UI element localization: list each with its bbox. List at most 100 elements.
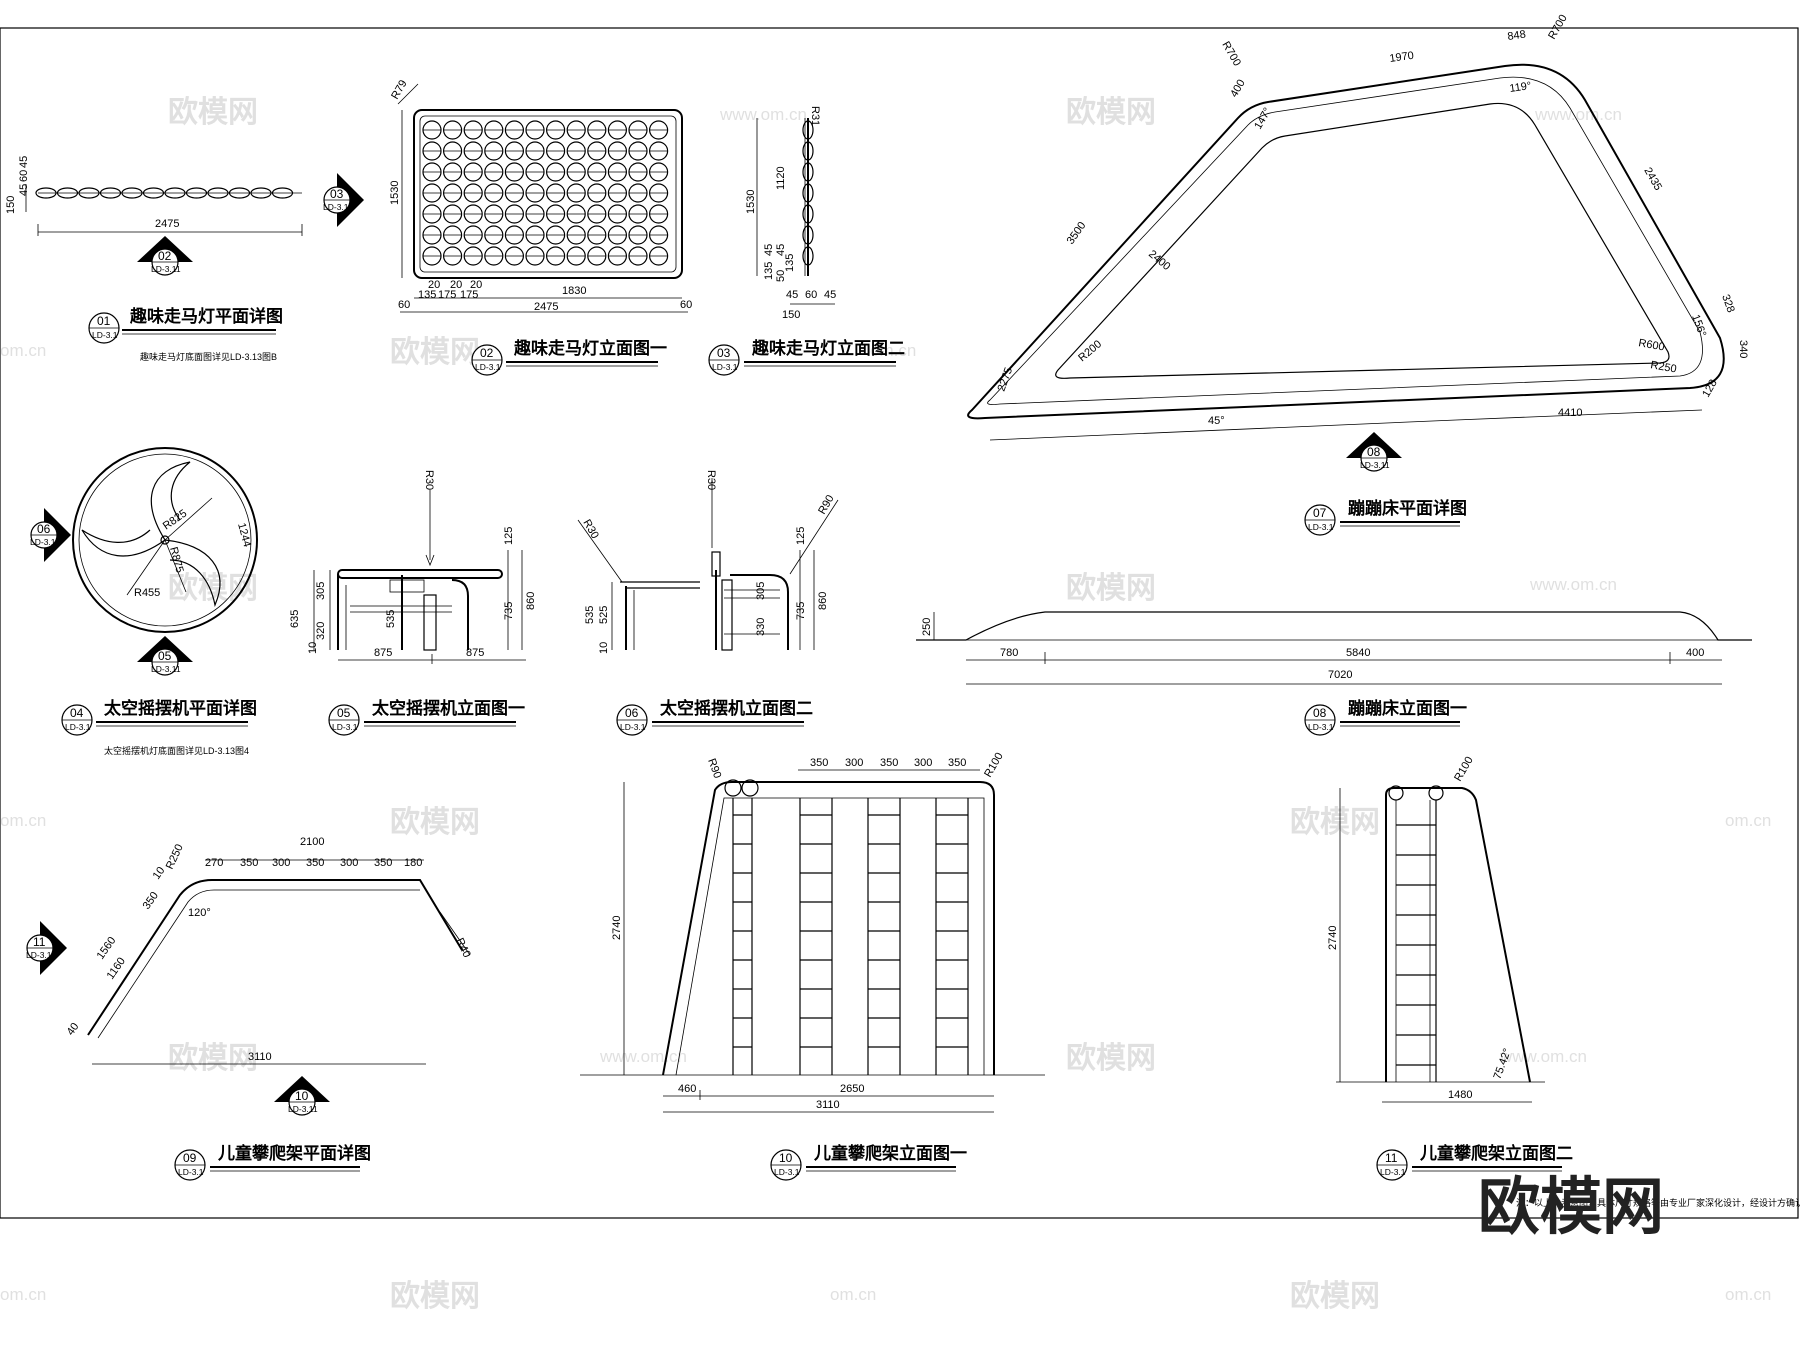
dim-label: 10 (307, 642, 319, 654)
dim-label: 3110 (248, 1051, 272, 1063)
dim-label: 2100 (300, 836, 324, 848)
dim-label: 5840 (1346, 647, 1370, 659)
dim-label: 20 (450, 279, 462, 291)
dim-label: 1830 (562, 285, 586, 297)
frame-inner (419, 115, 677, 273)
dim-label: 2740 (611, 916, 623, 940)
dim-label: 270 (205, 857, 223, 869)
section-mark-11: 11 LD-3.11 (26, 921, 67, 975)
watermark-site: www.om.cn (1499, 1047, 1587, 1066)
dim-label: 2475 (155, 218, 179, 230)
svg-text:06: 06 (37, 522, 51, 536)
dim-label: 60 (805, 289, 817, 301)
title-bubble-09: 09 LD-3.1 (174, 1149, 206, 1181)
svg-text:02: 02 (480, 346, 494, 360)
dim-label: 735 (503, 602, 515, 620)
watermark-mark: 欧模网 (1290, 1280, 1380, 1313)
dim-label: 860 (817, 592, 829, 610)
drawing-06: R30 R30 R90 125 535 525 10 305 330 735 8… (577, 470, 839, 736)
watermark-site: om.cn (0, 1285, 46, 1304)
dim-label: 125 (503, 527, 515, 545)
watermark-mark: 欧模网 (1290, 806, 1380, 839)
bulb (271, 187, 294, 199)
watermark-site: om.cn (0, 811, 46, 830)
dim-label: R250 (1649, 359, 1677, 375)
dim-label: 147° (1252, 106, 1274, 132)
bulb-column (802, 118, 814, 276)
trampoline-net (1055, 102, 1670, 379)
svg-text:08: 08 (1367, 445, 1381, 459)
watermark-mark: 欧模网 (1066, 1042, 1156, 1075)
bulb (121, 187, 143, 199)
frame-outer (413, 109, 683, 279)
title-bubble-07: 07 LD-3.1 (1304, 504, 1336, 536)
dim-label: 250 (921, 618, 933, 636)
section-mark-08: 08 LD-3.11 (1346, 432, 1402, 472)
trampoline-profile (916, 611, 1752, 641)
dim-label: 1530 (745, 190, 757, 214)
bulb (802, 141, 814, 161)
svg-text:LD-3.1: LD-3.1 (92, 330, 118, 340)
dim-label: R79 (389, 78, 409, 101)
watermark-site: om.cn (0, 341, 46, 360)
svg-text:09: 09 (183, 1151, 197, 1165)
dim-label: 328 (1719, 293, 1737, 314)
dim-label: 460 (678, 1083, 696, 1095)
swing-seat (150, 461, 191, 541)
drawing-title: 趣味走马灯立面图二 (751, 338, 905, 358)
watermark-site: www.om.cn (719, 105, 807, 124)
drawing-07: 45° 4410 3500 2400 R700 1970 848 R700 40… (967, 13, 1749, 536)
swing-inner-ring (78, 453, 252, 627)
svg-text:LD-3.11: LD-3.11 (151, 664, 181, 674)
bulb (142, 187, 165, 199)
drawing-03: R31 1530 1120 45 45 50 135 135 150 45 60… (708, 106, 905, 376)
dim-label: 120° (188, 907, 211, 919)
climber-frame (662, 781, 995, 1076)
watermark-site: www.om.cn (599, 1047, 687, 1066)
bulb (802, 246, 814, 266)
dim-label: 128 (1700, 378, 1720, 400)
dim-label: R90 (816, 493, 836, 516)
title-bubble-05: 05 LD-3.1 (328, 704, 360, 736)
drawing-10: 350 300 350 300 350 R90 R100 2740 460 26… (580, 751, 1045, 1181)
dim-label: 2740 (1327, 926, 1339, 950)
watermark-mark: 欧模网 (168, 96, 258, 129)
dim-label: 45 (775, 244, 787, 256)
bulb (185, 187, 208, 199)
dim-label: 350 (240, 857, 258, 869)
dim-label: 7020 (1328, 669, 1352, 681)
svg-text:05: 05 (337, 706, 351, 720)
drawing-09: 2100 270 350 300 350 300 350 180 R250 35… (26, 836, 473, 1181)
swing-outer-ring (72, 447, 258, 633)
dim-label: R200 (1076, 338, 1104, 364)
dim-label: R90 (705, 757, 723, 780)
bulb (228, 187, 251, 199)
dim-label: 2275 (996, 366, 1016, 393)
dim-label: 60 (680, 299, 692, 311)
dim-label: 156° (1689, 313, 1708, 338)
dim-label: 20 (470, 279, 482, 291)
dim-label: 350 (880, 757, 898, 769)
dim-label: 40 (65, 1021, 82, 1038)
bulb (207, 187, 229, 199)
dim-label: R250 (164, 842, 186, 871)
drawing-02: 1530 R79 1830 2475 60 60 20 20 20 135 17… (389, 78, 692, 376)
watermark-mark: 欧模网 (168, 1042, 258, 1075)
dim-label: 45 (786, 289, 798, 301)
drawing-title: 儿童攀爬架平面详图 (217, 1143, 371, 1163)
dim-label: 350 (374, 857, 392, 869)
svg-text:11: 11 (33, 935, 46, 949)
section-mark-10: 10 LD-3.11 (274, 1076, 330, 1116)
dim-label: 780 (1000, 647, 1018, 659)
title-bubble-01: 01 LD-3.1 (88, 312, 120, 344)
svg-text:11: 11 (1385, 1151, 1398, 1165)
dim-label: 60 (398, 299, 410, 311)
section-mark-02: 02 LD-3.11 (137, 236, 193, 276)
drawing-title: 趣味走马灯立面图一 (513, 338, 667, 358)
dim-label: 135 (418, 289, 436, 301)
section-mark-03: 03 LD-3.11 (323, 173, 364, 227)
watermark-mark: 欧模网 (168, 572, 258, 605)
title-bubble-11: 11 LD-3.1 (1376, 1149, 1408, 1181)
svg-text:LD-3.1: LD-3.1 (65, 722, 91, 732)
drawing-title: 蹦蹦床平面详图 (1348, 498, 1467, 518)
